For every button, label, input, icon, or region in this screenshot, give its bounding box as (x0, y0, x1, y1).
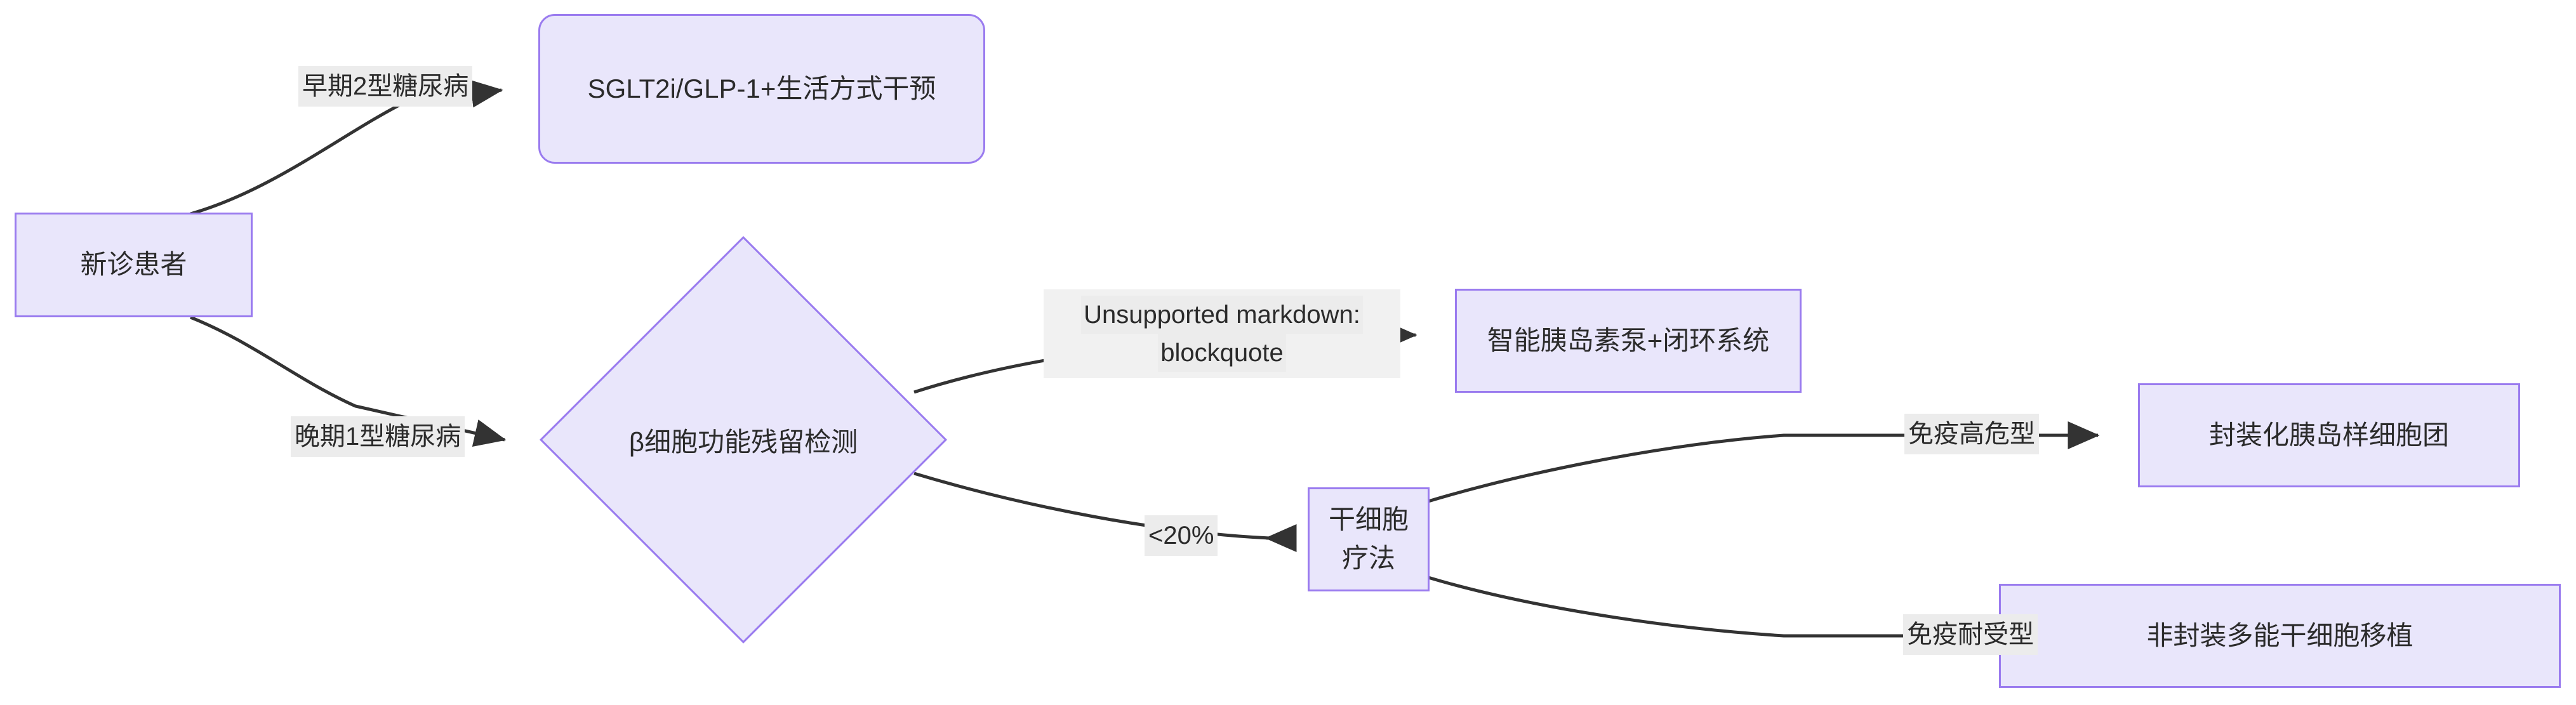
edge-n1-n2 (190, 79, 503, 216)
node-stem-cell-therapy[interactable]: 干细胞疗法 (1308, 487, 1430, 591)
edge-label-early-t2d: 早期2型糖尿病 (298, 66, 473, 107)
edge-label-late-t1d: 晚期1型糖尿病 (291, 416, 465, 457)
node-beta-cell-test[interactable] (539, 235, 948, 644)
edge-label-immune-high-risk: 免疫高危型 (1904, 414, 2039, 454)
node-sglt2i-glp1-lifestyle[interactable]: SGLT2i/GLP-1+生活方式干预 (538, 14, 985, 164)
edge-label-under-20-percent: <20% (1145, 515, 1218, 556)
edge-label-immune-tolerant: 免疫耐受型 (1903, 614, 2038, 655)
node-new-patient[interactable]: 新诊患者 (15, 213, 253, 317)
node-label: 封装化胰岛样细胞团 (2208, 419, 2449, 450)
edge-label-unsupported-markdown: Unsupported markdown: blockquote (1044, 289, 1400, 378)
diamond-shape (539, 235, 948, 644)
node-label: 智能胰岛素泵+闭环系统 (1487, 325, 1770, 355)
edge-n5-n6 (1428, 421, 2100, 503)
node-label: 新诊患者 (80, 249, 187, 280)
edge-label-line-1: Unsupported markdown: (1081, 296, 1363, 334)
node-label: 干细胞疗法 (1328, 504, 1409, 573)
edge-n3-n5 (913, 471, 1297, 552)
edge-n5-n7 (1428, 576, 1963, 650)
edge-n1-n3 (190, 315, 507, 447)
node-non-encapsulated-transplant[interactable]: 非封装多能干细胞移植 (1999, 584, 2561, 688)
node-smart-insulin-pump[interactable]: 智能胰岛素泵+闭环系统 (1455, 289, 1802, 393)
node-label: SGLT2i/GLP-1+生活方式干预 (587, 73, 936, 103)
node-label: 非封装多能干细胞移植 (2146, 620, 2413, 650)
node-encapsulated-islet-clusters[interactable]: 封装化胰岛样细胞团 (2138, 383, 2520, 487)
edge-label-line-2: blockquote (1158, 334, 1286, 372)
